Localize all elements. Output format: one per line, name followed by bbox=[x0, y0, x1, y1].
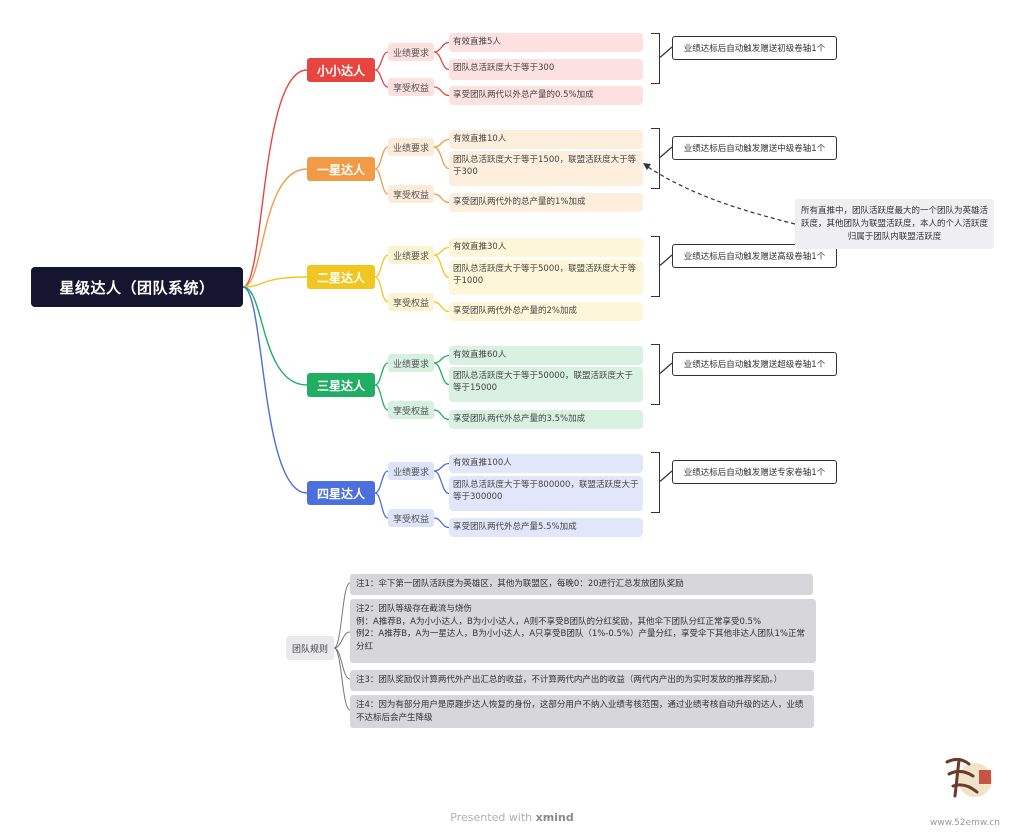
benefit-label[interactable]: 享受权益 bbox=[388, 185, 434, 203]
rule-note[interactable]: 注3：团队奖励仅计算两代外产出汇总的收益，不计算两代内产出的收益（两代内产出的为… bbox=[350, 670, 814, 691]
connector-line bbox=[242, 286, 308, 386]
connector-line bbox=[659, 362, 673, 374]
connector-line bbox=[374, 51, 389, 71]
connector-line bbox=[242, 69, 308, 288]
summary-bracket bbox=[651, 33, 660, 84]
connector-line bbox=[374, 168, 389, 195]
reward-summary[interactable]: 业绩达标后自动触发赠送超级卷轴1个 bbox=[672, 352, 837, 376]
connector-line bbox=[374, 362, 389, 386]
requirement-item[interactable]: 团队总活跃度大于等于5000，联盟活跃度大于等于1000 bbox=[449, 260, 643, 295]
summary-bracket bbox=[651, 452, 660, 513]
benefit-label[interactable]: 享受权益 bbox=[388, 78, 434, 96]
connector-line bbox=[433, 470, 450, 495]
requirement-label[interactable]: 业绩要求 bbox=[388, 354, 434, 372]
connector-line bbox=[374, 276, 389, 303]
connector-line bbox=[242, 168, 308, 288]
level-topic[interactable]: 二星达人 bbox=[307, 265, 375, 289]
reward-summary[interactable]: 业绩达标后自动触发赠送高级卷轴1个 bbox=[672, 244, 837, 268]
connector-line bbox=[433, 517, 450, 529]
summary-bracket bbox=[651, 236, 660, 297]
connector-line bbox=[644, 164, 796, 225]
requirement-item[interactable]: 团队总活跃度大于等于300 bbox=[449, 59, 643, 80]
footer-prefix: Presented with bbox=[450, 811, 533, 824]
connector-line bbox=[433, 86, 450, 97]
connector-line bbox=[659, 46, 673, 58]
requirement-item[interactable]: 有效直推10人 bbox=[449, 130, 643, 149]
rule-note[interactable]: 注1：伞下第一团队活跃度为英雄区，其他为联盟区，每晚0：20进行汇总发放团队奖励 bbox=[350, 574, 813, 595]
connector-line bbox=[433, 193, 450, 204]
reward-summary[interactable]: 业绩达标后自动触发赠送初级卷轴1个 bbox=[672, 36, 837, 60]
summary-bracket bbox=[651, 128, 660, 189]
benefit-label[interactable]: 享受权益 bbox=[388, 509, 434, 527]
benefit-item[interactable]: 享受团队两代以外总产量的0.5%加成 bbox=[449, 86, 643, 105]
connector-line bbox=[333, 631, 351, 649]
reward-summary[interactable]: 业绩达标后自动触发赠送中级卷轴1个 bbox=[672, 136, 837, 160]
connector-line bbox=[433, 41, 450, 53]
benefit-item[interactable]: 享受团队两代外总产量的2%加成 bbox=[449, 302, 643, 321]
summary-bracket bbox=[651, 344, 660, 405]
connector-line bbox=[242, 286, 308, 494]
watermark-seal-icon bbox=[945, 757, 992, 798]
connector-line bbox=[659, 146, 673, 158]
benefit-item[interactable]: 享受团队两代外的总产量的1%加成 bbox=[449, 193, 643, 212]
connector-line bbox=[433, 301, 450, 313]
connector-line bbox=[433, 354, 450, 364]
connector-line bbox=[659, 470, 673, 482]
connector-line bbox=[333, 582, 351, 649]
requirement-label[interactable]: 业绩要求 bbox=[388, 43, 434, 61]
footer: Presented with xmind bbox=[0, 811, 1024, 824]
benefit-label[interactable]: 享受权益 bbox=[388, 293, 434, 311]
requirement-label[interactable]: 业绩要求 bbox=[388, 462, 434, 480]
requirement-item[interactable]: 团队总活跃度大于等于50000，联盟活跃度大于等于15000 bbox=[449, 367, 643, 402]
requirement-item[interactable]: 有效直推100人 bbox=[449, 454, 643, 473]
benefit-item[interactable]: 享受团队两代外总产量5.5%加成 bbox=[449, 518, 643, 537]
requirement-item[interactable]: 有效直推30人 bbox=[449, 238, 643, 257]
connector-line bbox=[433, 246, 450, 256]
root-topic[interactable]: 星级达人（团队系统） bbox=[31, 267, 243, 307]
rule-note[interactable]: 注4：因为有部分用户是原趣步达人恢复的身份，这部分用户不纳入业绩考核范围，通过业… bbox=[350, 695, 814, 728]
requirement-item[interactable]: 团队总活跃度大于等于800000，联盟活跃度大于等于300000 bbox=[449, 476, 643, 511]
connector-line bbox=[374, 492, 389, 519]
connector-line bbox=[242, 276, 308, 288]
level-topic[interactable]: 一星达人 bbox=[307, 157, 375, 181]
watermark-url: www.52emw.cn bbox=[930, 818, 1000, 828]
connector-line bbox=[433, 409, 450, 421]
connector-line bbox=[433, 146, 450, 170]
rules-label[interactable]: 团队规则 bbox=[286, 636, 334, 660]
connector-line bbox=[433, 138, 450, 148]
connector-line bbox=[374, 69, 389, 88]
reward-summary[interactable]: 业绩达标后自动触发赠送专家卷轴1个 bbox=[672, 460, 837, 484]
level-topic[interactable]: 三星达人 bbox=[307, 373, 375, 397]
connector-line bbox=[433, 51, 450, 71]
connector-line bbox=[374, 146, 389, 170]
side-note: 所有直推中，团队活跃度最大的一个团队为英雄活跃度，其他团队为联盟活跃度，本人的个… bbox=[795, 199, 994, 249]
benefit-label[interactable]: 享受权益 bbox=[388, 401, 434, 419]
requirement-item[interactable]: 有效直推60人 bbox=[449, 346, 643, 365]
connector-line bbox=[333, 647, 351, 680]
requirement-item[interactable]: 团队总活跃度大于等于1500，联盟活跃度大于等于300 bbox=[449, 151, 643, 186]
level-topic[interactable]: 四星达人 bbox=[307, 481, 375, 505]
level-topic[interactable]: 小小达人 bbox=[307, 58, 375, 82]
connector-line bbox=[374, 254, 389, 278]
connector-line bbox=[374, 384, 389, 411]
connector-line bbox=[433, 254, 450, 279]
footer-brand: xmind bbox=[535, 811, 574, 824]
connector-line bbox=[374, 470, 389, 494]
arrow-head-icon bbox=[643, 163, 651, 170]
connector-line bbox=[333, 647, 351, 711]
rule-note[interactable]: 注2：团队等级存在截流与烧伤 例：A推荐B，A为小小达人，B为小小达人，A则不享… bbox=[350, 599, 816, 663]
requirement-label[interactable]: 业绩要求 bbox=[388, 138, 434, 156]
connector-line bbox=[659, 254, 673, 266]
connector-line bbox=[433, 462, 450, 472]
connector-line bbox=[433, 362, 450, 386]
benefit-item[interactable]: 享受团队两代外总产量的3.5%加成 bbox=[449, 410, 643, 429]
requirement-item[interactable]: 有效直推5人 bbox=[449, 33, 643, 52]
requirement-label[interactable]: 业绩要求 bbox=[388, 246, 434, 264]
